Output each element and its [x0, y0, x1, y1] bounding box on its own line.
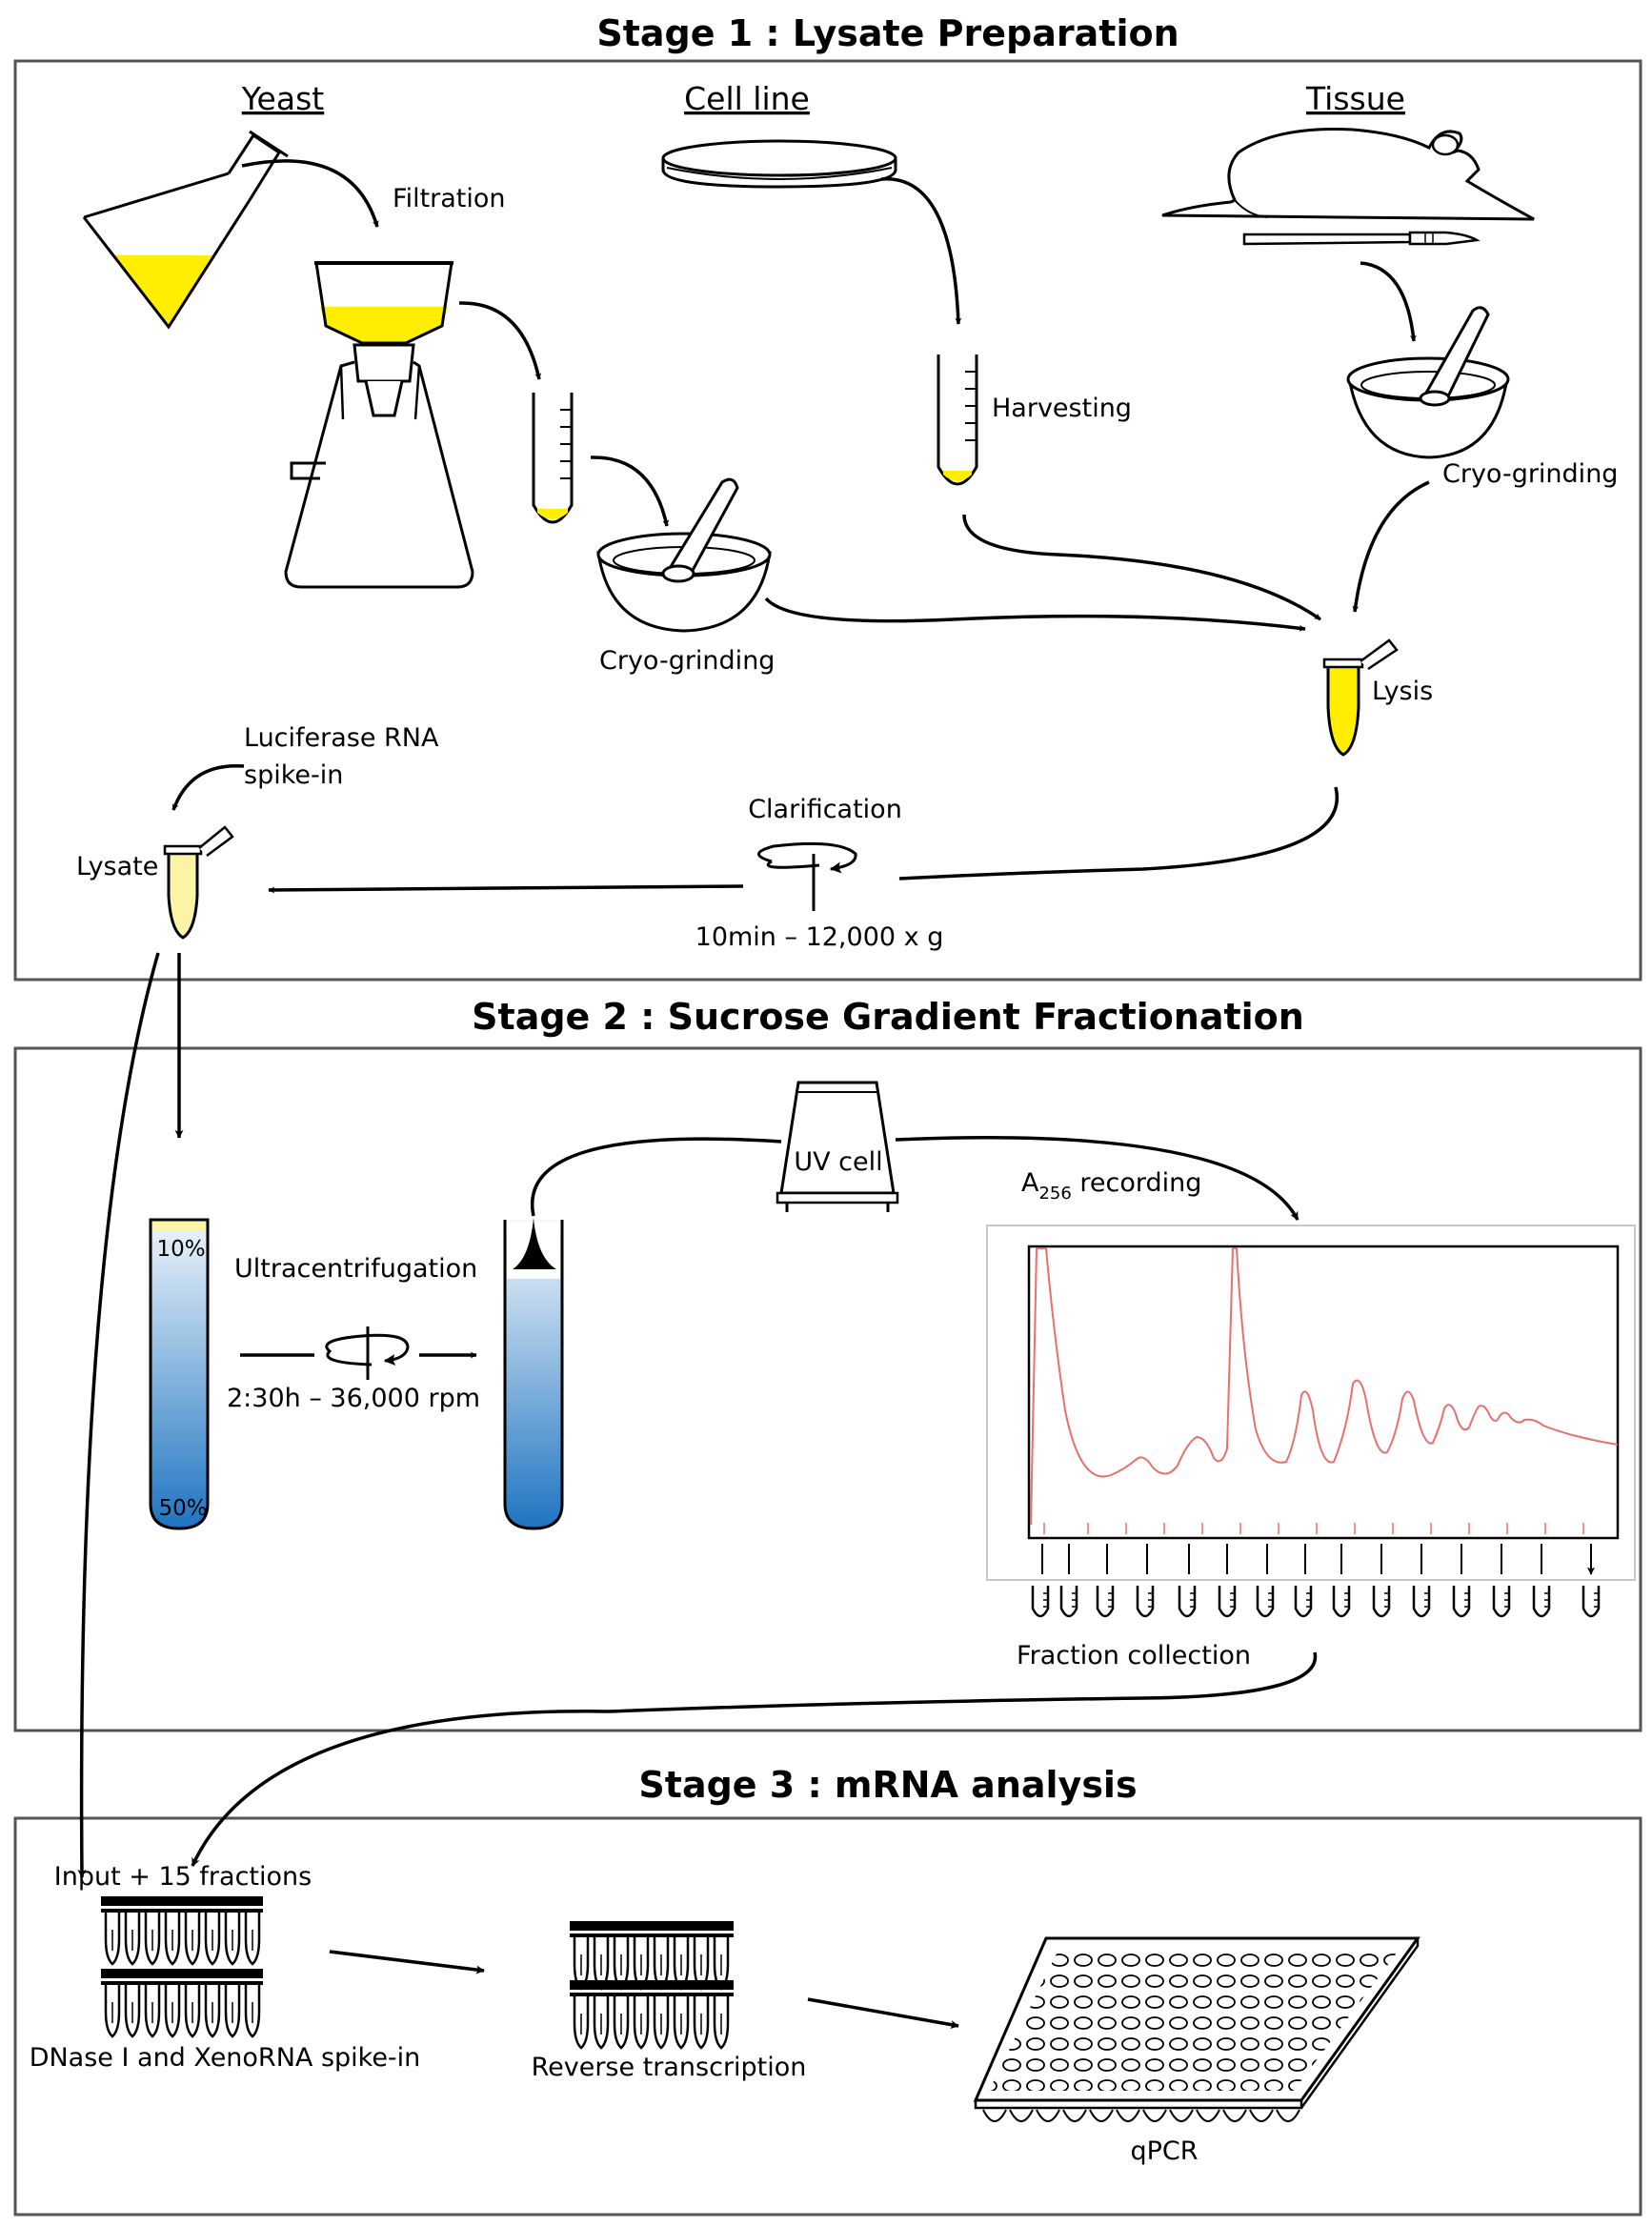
harvesting-label: Harvesting: [992, 394, 1132, 423]
stage2-title: Stage 2 : Sucrose Gradient Fractionation: [472, 996, 1304, 1038]
ultracentrifugation-label: Ultracentrifugation: [234, 1254, 477, 1284]
arrow-uv-to-recording: [895, 1136, 1299, 1221]
arrow-fractions-to-analysis: [191, 1651, 1318, 1867]
clarification-label: Clarification: [748, 795, 902, 824]
fraction-collection-label: Fraction collection: [1017, 1641, 1251, 1670]
stage3-title: Stage 3 : mRNA analysis: [638, 1764, 1137, 1806]
pcr-strip-icon: [570, 1980, 734, 2050]
flask-icon: [82, 130, 289, 330]
arrow-dish-to-tube: [880, 177, 962, 325]
reverse-transcription-label: Reverse transcription: [532, 2053, 807, 2082]
qpcr-plate-icon: [973, 1936, 1420, 2122]
scalpel-icon: [1242, 231, 1481, 246]
tube-icon: [532, 393, 574, 524]
fraction-collection-tubes: [1031, 1544, 1601, 1618]
stage2-frame: [13, 1046, 1642, 1732]
arrow-flask-to-filter: [241, 159, 379, 228]
luciferase-label-line2: spike-in: [244, 760, 343, 790]
pcr-strip-icon: [101, 1969, 263, 2038]
rotor-icon: [325, 1326, 410, 1380]
arrow-tissue-to-mortar: [1360, 261, 1417, 342]
gradient-bottom-label: 50%: [158, 1496, 207, 1521]
source-tissue-label: Tissue: [1305, 80, 1405, 117]
microtube-icon: [1322, 638, 1399, 757]
a256-recording-label: A256 recording: [1021, 1168, 1201, 1204]
arrow-yeast-to-lysis: [764, 597, 1306, 632]
qpcr-label: qPCR: [1130, 2136, 1198, 2166]
mouse-icon: [1161, 128, 1535, 221]
uv-cell-icon: [776, 1081, 899, 1212]
petri-dish-icon: [661, 139, 897, 189]
arrow-strips-to-rt: [329, 1950, 485, 1974]
arrow-filter-to-tube: [458, 301, 542, 380]
arrow-rt-to-qpcr: [807, 1997, 959, 2030]
gradient-tube-after: [503, 1218, 564, 1530]
uv-cell-label: UV cell: [794, 1147, 882, 1177]
absorbance-trace: [1030, 1247, 1619, 1526]
luciferase-label-line1: Luciferase RNA: [244, 723, 439, 753]
arrow-rotor-to-lysate: [268, 884, 744, 894]
rotor-icon: [757, 841, 857, 911]
lysis-label: Lysis: [1372, 677, 1433, 706]
absorbance-profile-chart: [986, 1225, 1636, 1581]
tube-icon: [937, 354, 978, 486]
filtration-label: Filtration: [393, 184, 506, 213]
stage1-title: Stage 1 : Lysate Preparation: [596, 12, 1179, 54]
arrow-tube-to-mortar: [590, 456, 670, 527]
mortar-pestle-icon: [1346, 306, 1510, 459]
clarification-params-label: 10min – 12,000 x g: [695, 922, 944, 952]
arrow-tube-to-uv: [530, 1137, 782, 1217]
cryo-grinding-yeast-label: Cryo-grinding: [599, 646, 775, 676]
source-yeast-label: Yeast: [241, 80, 324, 117]
stage1-frame: [13, 59, 1642, 982]
cryo-grinding-tissue-label: Cryo-grinding: [1442, 459, 1618, 489]
gradient-tube-before: [149, 1218, 210, 1530]
arrow-lysate-to-input: [77, 952, 160, 1878]
pcr-strip-icon: [570, 1921, 734, 1991]
arrow-lysis-to-rotor: [898, 786, 1340, 881]
input-fractions-label: Input + 15 fractions: [54, 1862, 312, 1892]
arrow-luciferase-spike: [171, 763, 245, 811]
dnase-label: DNase I and XenoRNA spike-in: [30, 2043, 421, 2073]
filter-funnel-icon: [284, 261, 474, 589]
arrow-harvest-to-lysis: [962, 514, 1322, 621]
pcr-strip-icon: [101, 1896, 263, 1966]
source-cell-line-label: Cell line: [684, 80, 810, 117]
lysate-label: Lysate: [76, 852, 158, 881]
ultracentrifugation-params-label: 2:30h – 36,000 rpm: [227, 1384, 480, 1413]
stage3-frame: [13, 1816, 1642, 2217]
mortar-pestle-icon: [596, 477, 772, 633]
gradient-top-label: 10%: [156, 1237, 205, 1262]
arrow-tissue-to-lysis: [1352, 480, 1430, 613]
microtube-icon: [163, 825, 234, 940]
